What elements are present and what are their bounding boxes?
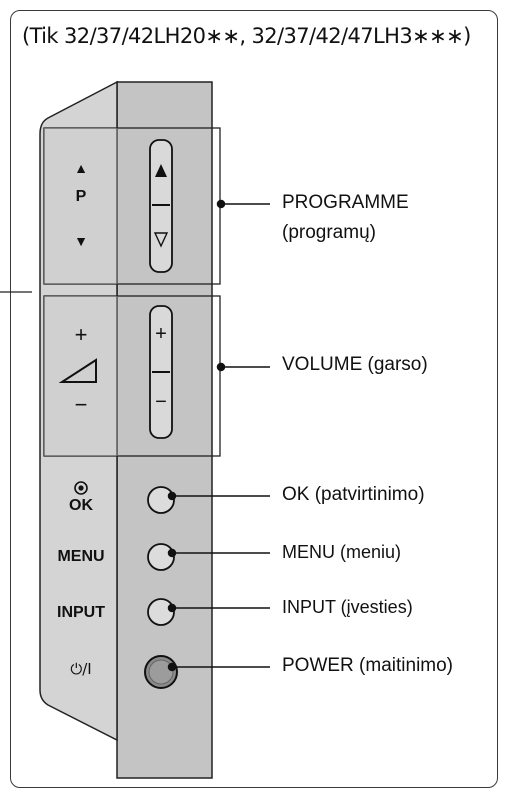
tv-side-front-bezel [39,80,118,742]
volume-minus-label: − [74,392,88,417]
ok-side-label: OK [69,497,93,514]
input-button [147,598,175,626]
programme-callout-sub: (programų) [282,222,376,243]
volume-wedge-icon [58,358,97,383]
volume-rocker-button[interactable] [149,305,173,439]
ok-target-icon [74,481,88,495]
input-side-label: INPUT [57,604,105,621]
model-note: (Tik 32/37/42LH20∗∗, 32/37/42/47LH3∗∗∗) [22,24,471,48]
volume-group-box [43,295,221,457]
power-callout: POWER (maitinimo) [282,655,454,676]
menu-side-label: MENU [57,548,105,565]
programme-down-arrow-icon: ▼ [74,233,88,249]
volume-plus-label: + [74,322,88,347]
programme-up-arrow-icon: ▲ [74,160,88,176]
menu-callout: MENU (meniu) [282,542,402,562]
programme-p-label: P [75,188,87,205]
volume-button-plus-label: + [155,323,167,345]
programme-callout: PROGRAMME [282,192,409,213]
diagram-frame [10,10,498,788]
menu-button [147,543,175,571]
ok-callout: OK (patvirtinimo) [282,484,425,505]
programme-rocker-button[interactable] [149,139,173,273]
power-side-label: ⏻/I [70,660,92,678]
volume-button-minus-label: − [155,391,167,413]
ok-button [147,486,175,514]
volume-callout: VOLUME (garso) [282,354,428,375]
input-callout: INPUT (įvesties) [282,597,413,617]
